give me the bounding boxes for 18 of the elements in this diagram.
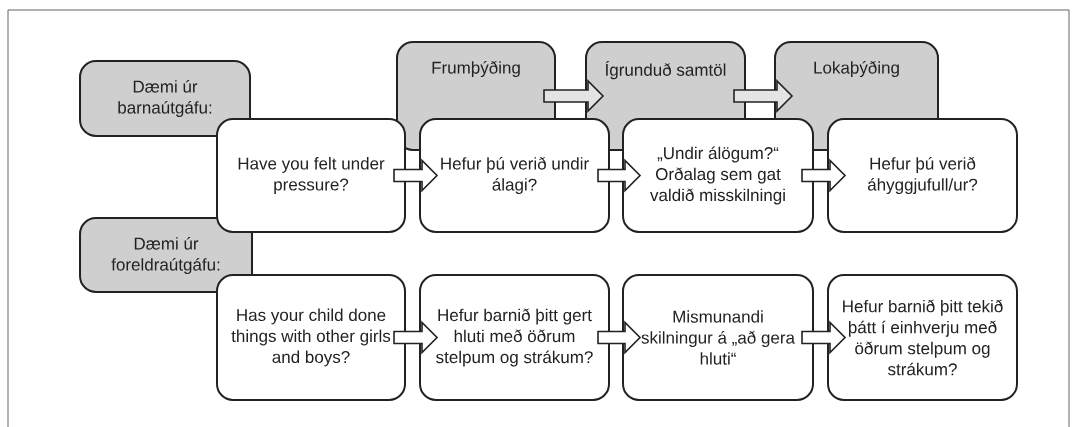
question-box: Hefur þú verið undir álagi? bbox=[419, 118, 610, 233]
block-arrow bbox=[801, 320, 847, 355]
category-box: Dæmi úr foreldraútgáfu: bbox=[79, 217, 253, 293]
question-box: Have you felt under pressure? bbox=[216, 118, 406, 233]
block-arrow bbox=[733, 79, 794, 113]
question-box: Mismunandi skilningur á „að gera hluti“ bbox=[622, 274, 814, 401]
block-arrow bbox=[393, 320, 439, 355]
question-box: Hefur barnið þitt tekið þátt í einhverju með öðrum stelpum og strákum? bbox=[827, 274, 1018, 401]
block-arrow bbox=[393, 158, 439, 193]
block-arrow bbox=[801, 158, 847, 193]
block-arrow bbox=[543, 79, 605, 113]
category-box: Dæmi úr barnaútgáfu: bbox=[79, 60, 251, 137]
block-arrow bbox=[597, 158, 642, 193]
question-box: „Undir álögum?“ Orðalag sem gat valdið misskilningi bbox=[622, 118, 814, 233]
question-box: Hefur þú verið áhyggjufull/ur? bbox=[827, 118, 1018, 233]
question-box: Hefur barnið þitt gert hluti með öðrum stelpum og strákum? bbox=[419, 274, 610, 401]
block-arrow bbox=[597, 320, 642, 355]
question-box: Has your child done things with other girls and boys? bbox=[216, 274, 406, 401]
